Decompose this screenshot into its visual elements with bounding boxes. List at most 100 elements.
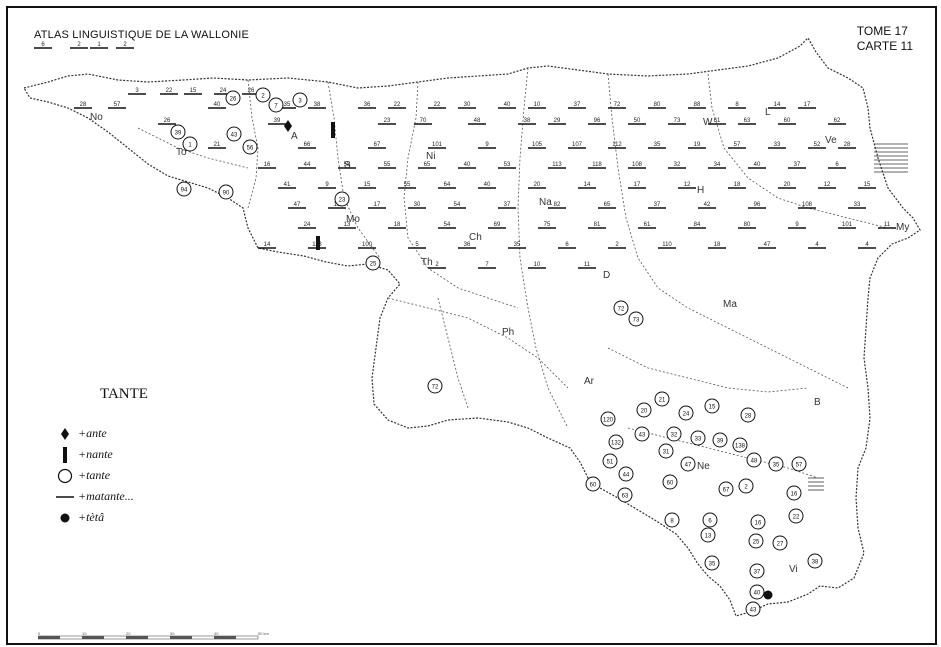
tante-circle-number: 16 [791,492,798,498]
tante-circle: 13 [700,527,716,543]
matante-dash-number: 110 [662,242,672,248]
matante-dash: 40 [458,162,476,169]
matante-dash: 37 [498,202,516,209]
matante-dash-number: 1 [97,42,101,48]
tante-circle-number: 132 [611,441,622,447]
tante-circle: 26 [225,90,241,106]
matante-dash: 17 [368,202,386,209]
matante-dash: 15 [184,88,202,95]
tante-circle: 27 [772,535,788,551]
legend-label: +tante [78,468,111,482]
matante-dash: 80 [738,222,756,229]
region-label-ch: Ch [469,232,482,243]
matante-dash: 20 [528,182,546,189]
region-label-ne: Ne [697,461,710,472]
matante-dash-number: 9 [795,222,799,228]
scale-tick-label: 30 [170,632,175,636]
matante-dash: 72 [608,102,626,109]
legend-label: +matante... [78,489,134,503]
tante-circle-shape [182,136,198,152]
matante-dash: 7 [478,262,496,269]
tante-circle: 2 [255,87,271,103]
matante-dash-number: 105 [532,142,543,148]
matante-dash-number: 72 [614,102,621,108]
dash-icon [52,494,78,500]
matante-dash: 28 [74,102,92,109]
tante-circle: 43 [745,601,761,617]
tante-circle-number: 13 [705,534,712,540]
tante-circle-shape [600,411,616,427]
scale-tick-label: 10 [82,632,87,636]
tante-circle: 31 [658,443,674,459]
matante-dash: 82 [548,202,566,209]
tante-circle-shape [746,452,762,468]
matante-dash: 29 [548,118,566,125]
tante-circle: 33 [690,430,706,446]
tante-circle-shape [700,527,716,543]
tante-circle-number: 73 [633,318,640,324]
matante-dash-number: 108 [632,162,643,168]
tante-circle: 72 [427,378,443,394]
matante-dash-number: 10 [534,102,541,108]
matante-dash: 55 [398,182,416,189]
tante-circle-number: 32 [671,433,678,439]
matante-dash-number: 35 [284,102,291,108]
matante-dash-number: 61 [714,118,721,124]
tante-circle-shape [225,90,241,106]
matante-dash-number: 18 [714,242,721,248]
tante-circle-shape [749,584,765,600]
diamond-icon [52,427,78,440]
scale-tick-label: 0 [38,632,41,636]
tante-circle-shape [791,456,807,472]
matante-dash: 10 [528,102,546,109]
tante-circle-shape [268,97,284,113]
tante-circle-shape [732,437,748,453]
matante-dash-number: 96 [594,118,601,124]
matante-dash-number: 6 [565,242,569,248]
matante-dash: 2 [70,42,88,49]
tante-circle-number: 26 [230,97,237,103]
matante-dash-number: 42 [704,202,711,208]
scale-tick-label: 40 [214,632,219,636]
map-legend: TANTE +ante +nante +tante +matante... +t… [52,386,148,528]
legend-label: +ante [78,426,107,440]
matante-dash: 66 [298,142,316,149]
region-label-na: Na [539,197,552,208]
tante-circle-number: 20 [641,409,648,415]
tante-circle: 21 [654,391,670,407]
tante-circle-number: 94 [181,188,188,194]
matante-dash: 16 [258,162,276,169]
region-label-ph: Ph [502,327,514,338]
region-label-mo: Mo [346,214,360,225]
tante-circle-number: 51 [607,460,614,466]
tante-circle: 51 [602,453,618,469]
tante-circle-shape [602,453,618,469]
scale-tick-label: 20 [126,632,131,636]
matante-dash: 64 [438,182,456,189]
matante-dash: 10 [528,262,546,269]
matante-dash-number: 7 [485,262,489,268]
tante-circle-number: 25 [370,262,377,268]
tante-circle-shape [634,426,650,442]
tante-circle-shape [617,487,633,503]
matante-dash: 39 [268,118,286,125]
tante-circle: 39 [170,124,186,140]
tante-circle-number: 90 [223,191,230,197]
tante-circle-shape [628,311,644,327]
nante-marker [331,122,335,138]
legend-title: TANTE [100,386,148,402]
matante-dash: 101 [838,222,856,229]
tante-circle: 16 [786,485,802,501]
tante-circle: 3 [292,92,308,108]
matante-dash-number: 118 [592,162,602,168]
ante-marker [284,120,292,132]
region-label-ni: Ni [426,151,435,162]
tante-circle-number: 48 [751,459,758,465]
matante-dash: 33 [848,202,866,209]
matante-dash-number: 57 [114,102,121,108]
tante-circle: 1 [182,136,198,152]
matante-dash: 11 [578,262,596,269]
tante-circle: 90 [218,184,234,200]
matante-dash-number: 41 [284,182,291,188]
